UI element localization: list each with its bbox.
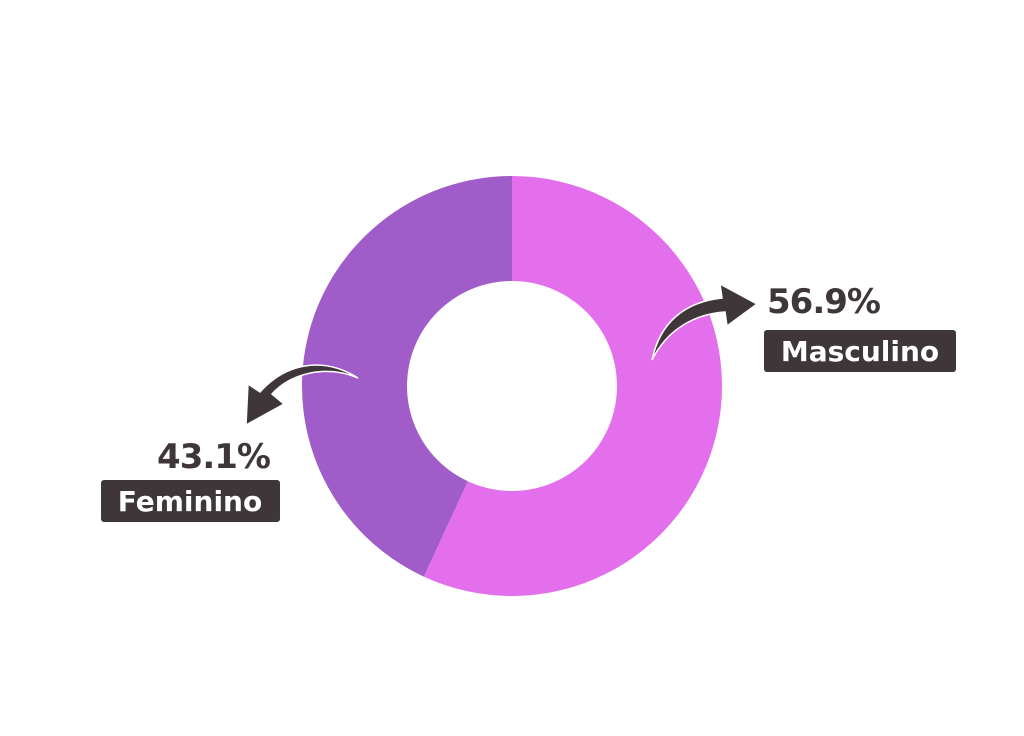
masculino-percent-label: 56.9%: [767, 282, 880, 322]
masculino-arrow: [651, 282, 759, 361]
feminino-category-label: Feminino: [118, 485, 262, 518]
feminino-arrow: [245, 364, 359, 427]
donut-hole: [407, 281, 617, 491]
masculino-annotation: 56.9% Masculino: [651, 282, 956, 372]
feminino-label-box: [101, 480, 280, 522]
feminino-percent-label: 43.1%: [157, 437, 270, 477]
masculino-label-box: [764, 330, 956, 372]
feminino-annotation: 43.1% Feminino: [101, 364, 359, 522]
masculino-category-label: Masculino: [781, 335, 939, 368]
